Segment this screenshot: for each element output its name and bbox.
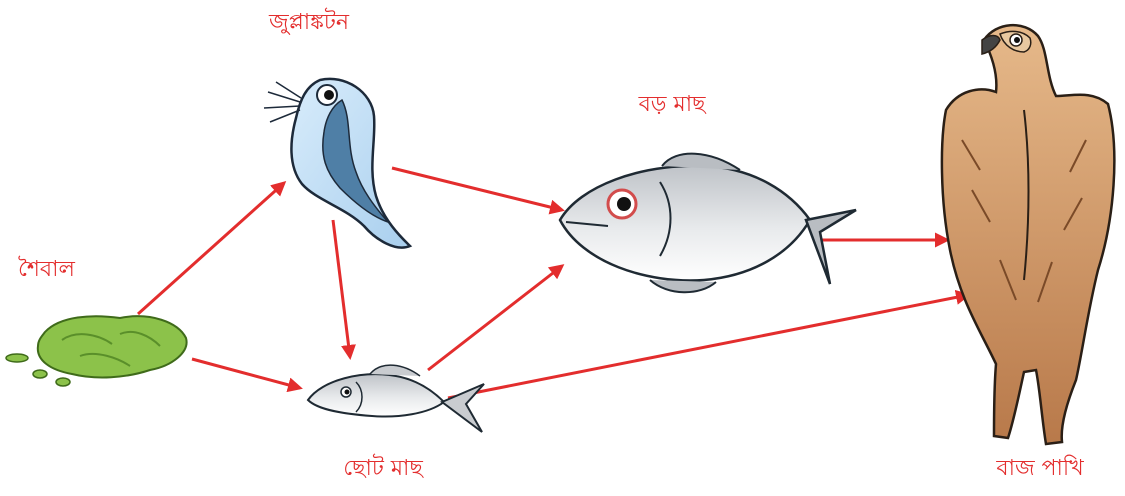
arrow-algae-to-small-fish (192, 359, 300, 388)
big-fish-icon (560, 154, 856, 293)
hawk-icon (942, 25, 1114, 444)
arrow-group (138, 168, 968, 398)
arrow-algae-to-zooplankton (138, 183, 284, 314)
small-fish-icon (308, 365, 484, 432)
label-big-fish: বড় মাছ (639, 94, 706, 116)
algae-icon (6, 316, 187, 386)
label-algae: শৈবাল (18, 259, 75, 281)
arrow-zooplankton-to-small-fish (333, 220, 350, 357)
arrow-zooplankton-to-big-fish (392, 168, 562, 210)
label-small-fish: ছোট মাছ (343, 458, 423, 480)
zooplankton-icon (264, 79, 410, 248)
arrow-small-fish-to-hawk (448, 295, 968, 398)
label-zooplankton: জুপ্লাঙ্কটন (269, 12, 349, 34)
arrow-small-fish-to-big-fish (428, 266, 562, 370)
label-hawk: বাজ পাখি (996, 458, 1083, 480)
